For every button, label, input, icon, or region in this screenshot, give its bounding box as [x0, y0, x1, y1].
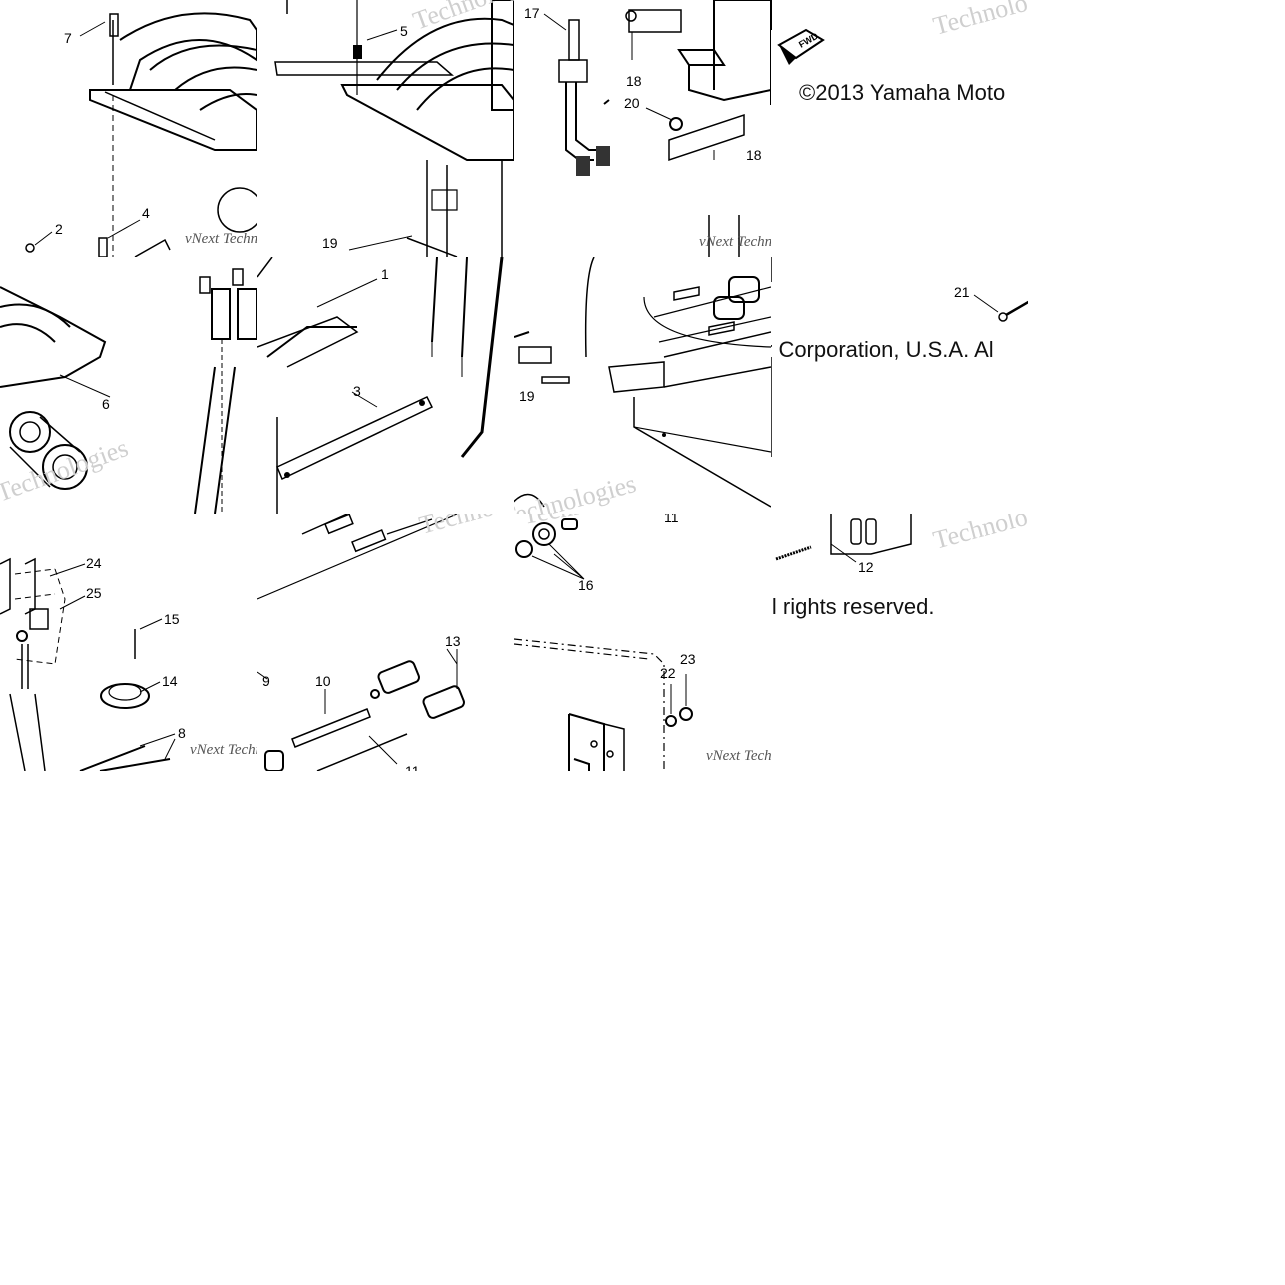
watermark-tech-7: Technologies	[930, 514, 1028, 555]
copyright-fragment-1: ©2013 Yamaha Moto	[799, 80, 1006, 105]
callout-18-b: 18	[746, 147, 762, 163]
callout-23: 23	[680, 651, 696, 667]
tile-r1-c1: 7 2 4 vNext Technologies	[0, 0, 257, 257]
callout-13: 13	[445, 633, 461, 649]
callout-4: 4	[142, 205, 150, 221]
callout-25: 25	[86, 585, 102, 601]
callout-6: 6	[102, 396, 110, 412]
callout-1: 1	[381, 266, 389, 282]
callout-19-top: 19	[322, 235, 338, 251]
callout-21: 21	[954, 284, 970, 300]
watermark-tech-5: Technologies	[416, 514, 514, 540]
tile-r2-c1: 6 Technologies	[0, 257, 257, 514]
callout-18-a: 18	[626, 73, 642, 89]
tile-r2-c3: 19 Technologies	[514, 257, 771, 514]
callout-15: 15	[164, 611, 180, 627]
callout-17: 17	[524, 5, 540, 21]
watermark-tech-2: Technologies	[930, 0, 1028, 41]
watermark-vnext-1: vNext Technologies	[185, 231, 257, 247]
watermark-tech-6: Technologies	[520, 514, 661, 530]
tile-r3-c3: 16 11 22 23 vNext Technologies Technolog…	[514, 514, 771, 771]
callout-2: 2	[55, 221, 63, 237]
callout-11-bottom: 11	[405, 763, 420, 771]
tile-r3-c1: 24 25 15 14 8 vNext Technologies	[0, 514, 257, 771]
watermark-tech-1: Technologies	[409, 0, 514, 36]
tile-r2-c2: 1 3	[257, 257, 514, 514]
callout-8: 8	[178, 725, 186, 741]
callout-9: 9	[262, 673, 270, 689]
callout-16: 16	[578, 577, 594, 593]
tile-r1-c3: 17 18 20 18 vNe	[514, 0, 771, 257]
callout-3: 3	[353, 383, 361, 399]
callout-24: 24	[86, 555, 102, 571]
exploded-parts-diagram: 7 2 4 vNext Technologies	[0, 0, 1030, 772]
watermark-tech-4: Technologies	[514, 469, 639, 514]
tile-r2-c4: 21	[771, 257, 1028, 514]
callout-5: 5	[400, 23, 408, 39]
callout-20: 20	[624, 95, 640, 111]
tile-r3-c2: 9 10 13 11 Technologies	[257, 514, 514, 771]
copyright-fragment-3: ll rights reserved.	[771, 594, 935, 619]
tile-r3-c4: 12 Technologies	[771, 514, 1028, 771]
callout-10: 10	[315, 673, 331, 689]
tile-r1-c2: 5 19 Technologies	[257, 0, 514, 257]
watermark-vnext-2: vNext Technologies	[699, 234, 771, 250]
watermark-vnext-3: vNext Technologies	[190, 742, 257, 758]
copyright-fragment-2: r Corporation, U.S.A. Al	[771, 337, 994, 362]
callout-11-top: 11	[664, 514, 679, 525]
callout-19-mid: 19	[519, 388, 535, 404]
callout-12: 12	[858, 559, 874, 575]
callout-7: 7	[64, 30, 72, 46]
watermark-vnext-4: vNext Technologies	[706, 748, 771, 764]
callout-22: 22	[660, 665, 676, 681]
tile-r1-c4: FWD Technologies	[771, 0, 1028, 257]
callout-14: 14	[162, 673, 178, 689]
